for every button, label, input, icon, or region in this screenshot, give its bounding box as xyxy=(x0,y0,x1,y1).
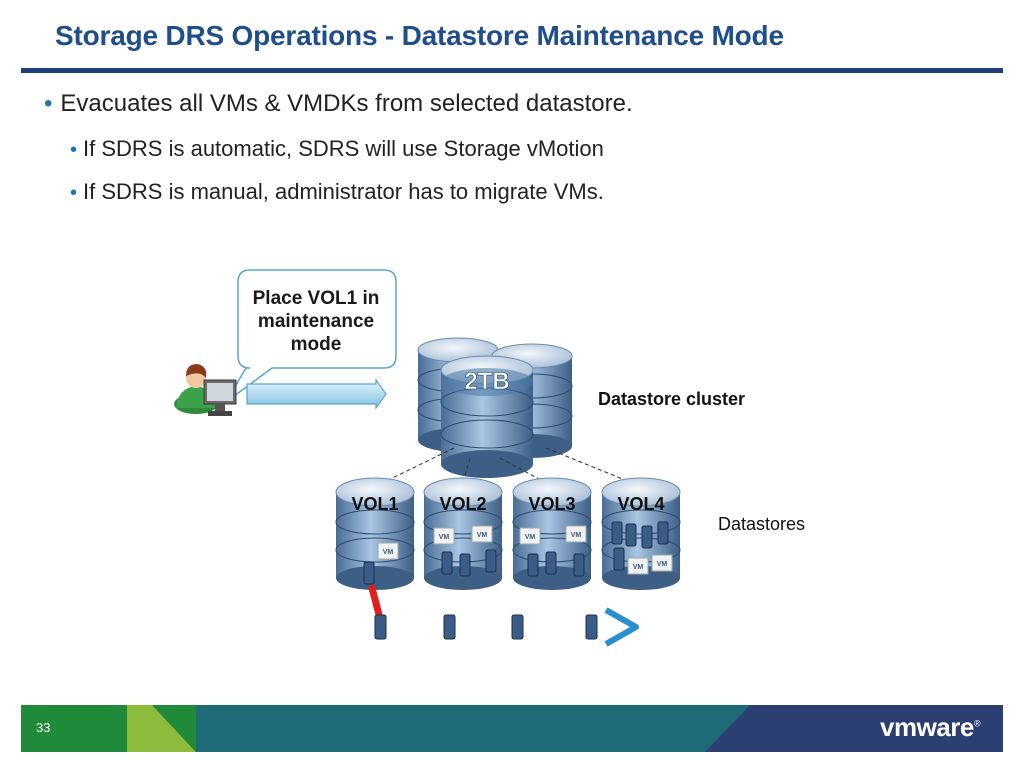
bullet-sub-2-text: If SDRS is manual, administrator has to … xyxy=(83,179,604,204)
administrator-icon xyxy=(174,364,237,416)
cluster-storage-icon xyxy=(417,337,573,478)
datastores-label: Datastores xyxy=(718,514,806,534)
volume-cylinder-1 xyxy=(335,477,415,590)
migration-arrowhead-icon xyxy=(604,607,639,647)
page-number: 33 xyxy=(36,720,51,735)
svg-text:VM: VM xyxy=(439,534,450,541)
vmdk-icons xyxy=(363,521,669,585)
cluster-capacity: 2TB xyxy=(464,368,509,395)
callout-line: maintenance xyxy=(257,311,375,332)
vm-badge-icon: VM xyxy=(377,542,399,560)
bullet-dot-icon: • xyxy=(70,182,78,204)
bullet-dot-icon: • xyxy=(44,90,53,117)
bullet-dot-icon: • xyxy=(70,139,78,161)
callout-text: Place VOL1 in maintenance mode xyxy=(236,287,396,356)
vmware-logo: vmware® xyxy=(880,712,980,743)
svg-text:VM: VM xyxy=(383,549,394,556)
vm-badge-icon: VM xyxy=(651,554,673,572)
slide-title: Storage DRS Operations - Datastore Maint… xyxy=(55,20,784,51)
migrating-vmdk-icons xyxy=(374,614,598,640)
vm-badge-icon: VM xyxy=(627,557,649,575)
svg-text:VM: VM xyxy=(571,532,582,539)
bullet-sub-1: •If SDRS is automatic, SDRS will use Sto… xyxy=(70,136,604,162)
volume-label-2: VOL2 xyxy=(439,494,486,514)
svg-text:VM: VM xyxy=(477,532,488,539)
volume-label-4: VOL4 xyxy=(617,494,664,514)
svg-text:VM: VM xyxy=(633,564,644,571)
vm-badge-icon: VM xyxy=(471,525,493,543)
callout-line: Place VOL1 in xyxy=(252,288,380,309)
bullet-main-text: Evacuates all VMs & VMDKs from selected … xyxy=(60,90,633,117)
vm-badge-icon: VM xyxy=(433,527,455,545)
footer-bar xyxy=(21,705,1003,752)
vm-badge-icon: VM xyxy=(519,527,541,545)
volume-label-3: VOL3 xyxy=(528,494,575,514)
bullet-main: • Evacuates all VMs & VMDKs from selected… xyxy=(44,90,633,118)
volume-label-1: VOL1 xyxy=(351,494,398,514)
vm-badge-icon: VM xyxy=(565,525,587,543)
svg-text:VM: VM xyxy=(657,561,668,568)
title-divider xyxy=(21,68,1003,73)
action-arrow-icon xyxy=(246,378,387,410)
bullet-sub-2: •If SDRS is manual, administrator has to… xyxy=(70,179,604,205)
logo-text: vmware xyxy=(880,712,974,742)
registered-mark: ® xyxy=(973,718,981,729)
callout-line: mode xyxy=(290,334,342,355)
svg-text:VM: VM xyxy=(525,534,536,541)
bullet-sub-1-text: If SDRS is automatic, SDRS will use Stor… xyxy=(83,136,604,161)
datastore-cluster-label: Datastore cluster xyxy=(598,389,746,409)
